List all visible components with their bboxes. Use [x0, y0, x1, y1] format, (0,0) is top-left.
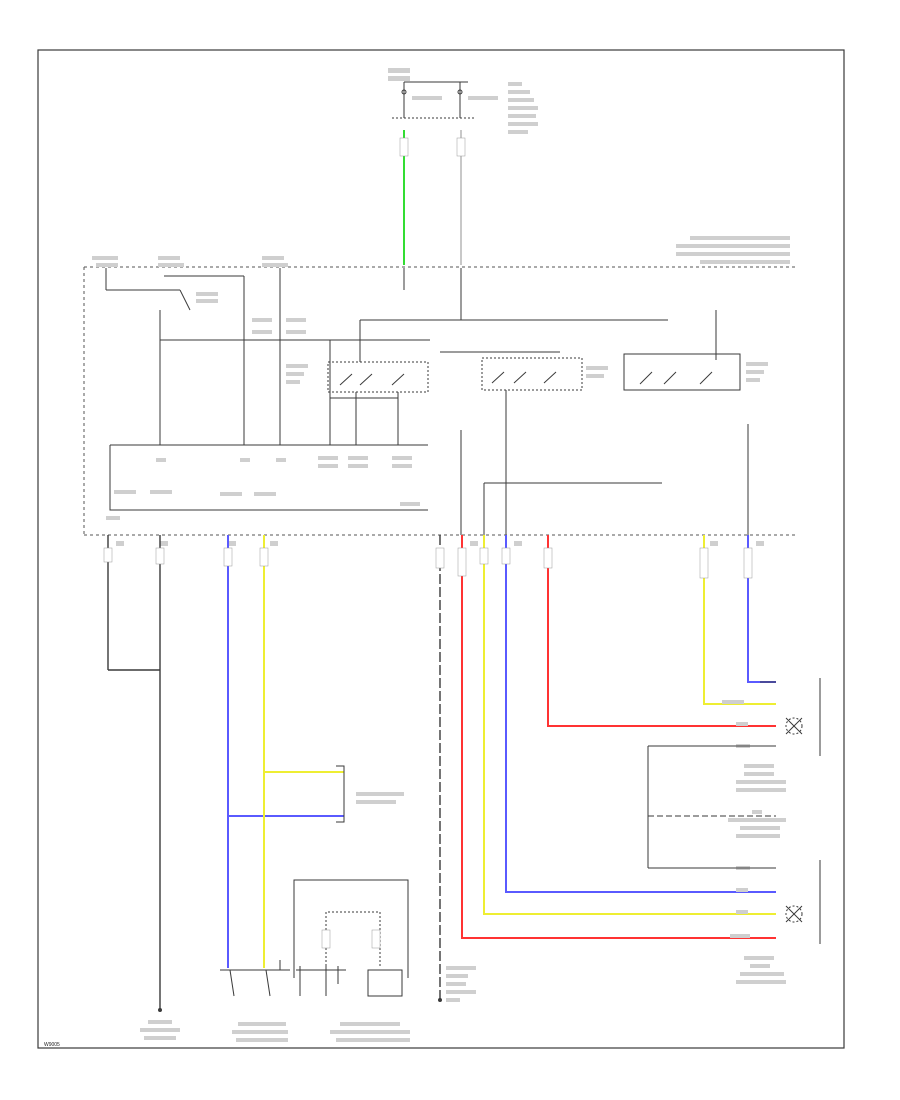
module-right-labels — [676, 236, 790, 264]
module-top-pin-labels — [92, 256, 288, 267]
red-wire-main — [461, 535, 776, 939]
dlc-connector — [336, 765, 345, 823]
sensor-lower — [785, 860, 821, 944]
sensor-upper — [647, 678, 821, 869]
middle-right-label — [728, 810, 786, 838]
yellow-wire-right — [703, 535, 776, 705]
blue-wire-center — [505, 535, 776, 893]
top-splice-labels — [388, 68, 538, 134]
relay-right — [623, 353, 741, 391]
ground-point — [158, 1008, 162, 1012]
relay-middle — [481, 357, 583, 391]
ground-point-center — [438, 998, 442, 1002]
top-splice-connector — [392, 81, 476, 119]
red-wire-right — [547, 535, 776, 727]
module-box-top — [83, 266, 796, 535]
module-bottom-pin-labels — [116, 541, 764, 546]
lower-connector-pins — [229, 960, 281, 997]
control-unit-labels — [106, 456, 420, 520]
sensor-lower-label — [736, 956, 786, 984]
relay-left — [327, 361, 429, 393]
relay-wiring — [329, 390, 749, 535]
lower-connector-assembly — [220, 879, 409, 997]
yellow-wire-center — [483, 535, 776, 915]
diagram-frame — [37, 49, 845, 1049]
sensor-upper-label — [736, 764, 786, 792]
bottom-labels — [140, 966, 476, 1042]
figure-id-label: W9005 — [44, 1042, 60, 1048]
wire-ground-left — [107, 535, 161, 1010]
module-internal-wiring — [105, 268, 717, 445]
control-unit — [109, 444, 428, 511]
